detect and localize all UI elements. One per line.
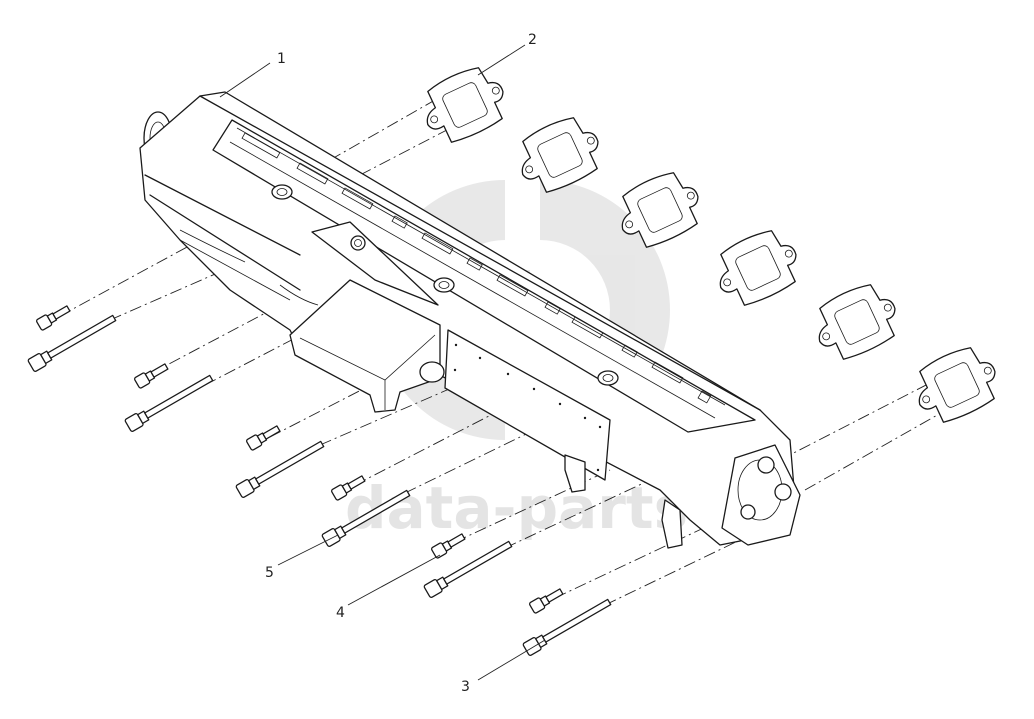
long-bolt (235, 440, 325, 498)
callout-1: 1 (277, 51, 286, 67)
gasket (818, 284, 896, 360)
exhaust-manifold (139, 91, 801, 549)
short-bolt (36, 305, 71, 331)
callout-2: 2 (528, 32, 537, 48)
short-bolt (431, 533, 466, 559)
short-bolts (36, 305, 564, 614)
manifold-outlet (289, 279, 441, 413)
manifold-port-slots (241, 132, 712, 404)
callout-5: 5 (265, 565, 274, 581)
short-bolt (246, 425, 281, 451)
manifold-end-flange (721, 444, 801, 546)
leader-lines (219, 44, 546, 681)
short-bolt (134, 363, 169, 389)
callouts: 1 2 3 4 5 (265, 32, 537, 695)
gasket (521, 117, 599, 193)
short-bolt (529, 588, 564, 614)
long-bolt (124, 374, 214, 432)
gaskets (426, 67, 996, 423)
long-bolt (522, 598, 612, 656)
long-bolt (27, 314, 117, 372)
gasket (426, 67, 504, 143)
gasket (621, 172, 699, 248)
callout-4: 4 (336, 605, 345, 621)
watermark-text: data-parts (345, 474, 688, 542)
gasket (719, 230, 797, 306)
assembly-lines (59, 99, 986, 606)
heat-shield-plate (444, 329, 611, 481)
gasket (918, 347, 996, 423)
short-bolt (331, 475, 366, 501)
long-bolt (423, 540, 513, 598)
callout-3: 3 (461, 679, 470, 695)
